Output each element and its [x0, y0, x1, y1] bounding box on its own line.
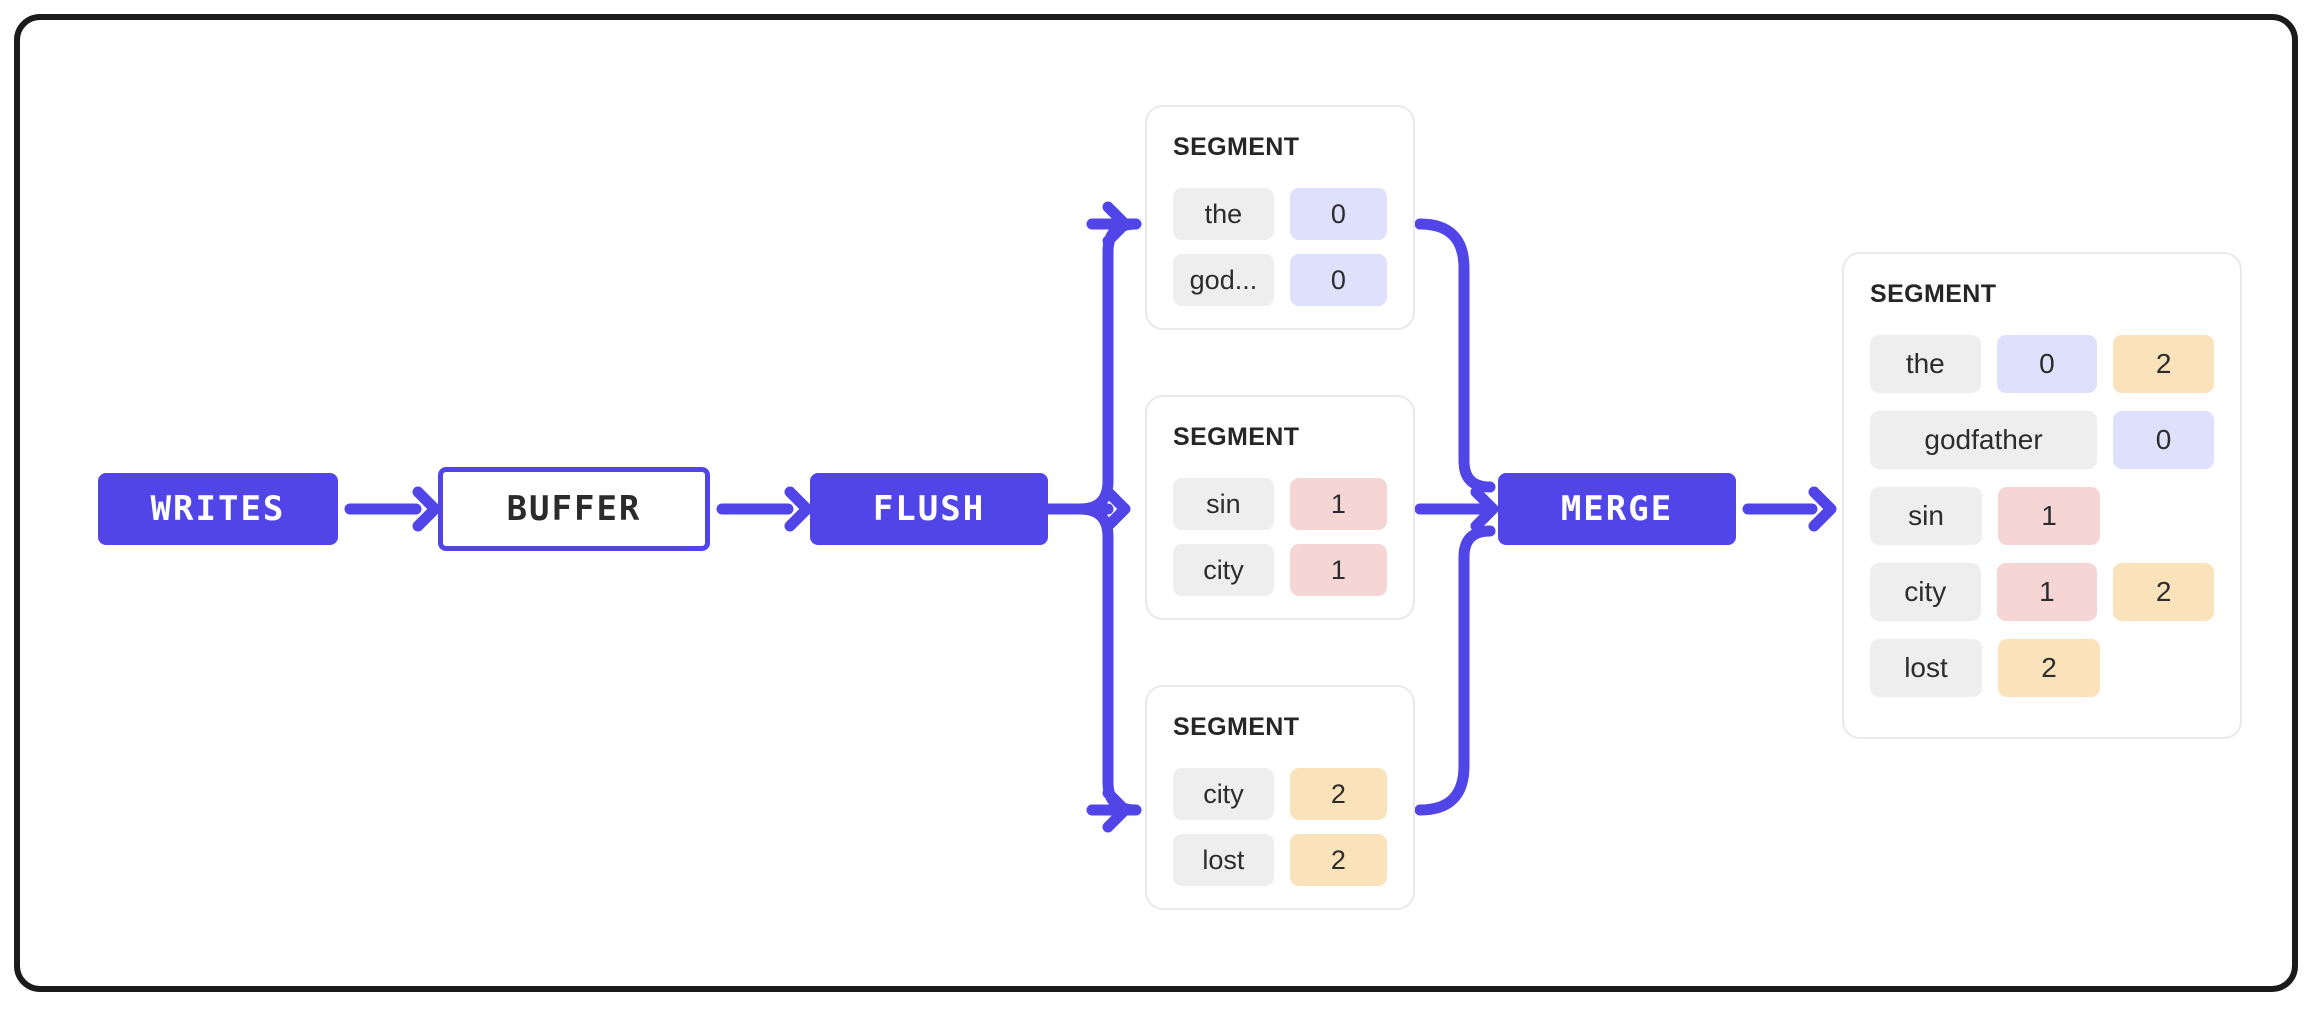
segment-row: city 1	[1173, 544, 1387, 596]
node-writes[interactable]: WRITES	[98, 473, 338, 545]
segment-value-chip: 1	[1996, 563, 2098, 621]
segment-key-chip: city	[1173, 544, 1274, 596]
segment-title: SEGMENT	[1173, 713, 1300, 741]
segment-value-chip: 0	[1289, 188, 1387, 240]
segment-row: sin 1	[1173, 478, 1387, 530]
segment-key-chip: city	[1173, 768, 1274, 820]
segment-value-chip: 1	[1289, 544, 1387, 596]
segment-value-chip: 2	[2113, 563, 2214, 621]
segment-card-3[interactable]: SEGMENT city 2 lost 2	[1145, 685, 1415, 910]
segment-value-chip: 2	[1289, 768, 1387, 820]
segment-rows: sin 1 city 1	[1173, 478, 1387, 596]
segment-value-chip: 0	[1289, 254, 1387, 306]
segment-key-chip: god...	[1173, 254, 1274, 306]
segment-row: god... 0	[1173, 254, 1387, 306]
converge-segments-to-merge	[1414, 218, 1493, 816]
segment-card-1[interactable]: SEGMENT the 0 god... 0	[1145, 105, 1415, 330]
segment-value-chip: 1	[1998, 487, 2100, 545]
segment-title: SEGMENT	[1870, 280, 1997, 308]
segment-row: sin 1	[1870, 487, 2214, 545]
segment-row: godfather 0	[1870, 411, 2214, 469]
segment-value-chip: 2	[1998, 639, 2100, 697]
arrow-writes-to-buffer	[344, 492, 435, 526]
segment-value-chip: 2	[1289, 834, 1387, 886]
segment-key-chip: sin	[1870, 487, 1982, 545]
segment-rows: city 2 lost 2	[1173, 768, 1387, 886]
node-buffer[interactable]: BUFFER	[438, 467, 710, 551]
segment-key-chip: sin	[1173, 478, 1274, 530]
segment-key-chip: city	[1870, 563, 1981, 621]
segment-row: lost 2	[1870, 639, 2214, 697]
segment-value-chip: 0	[1996, 335, 2098, 393]
fanout-flush-to-segments	[1042, 207, 1142, 827]
segment-key-chip: the	[1870, 335, 1981, 393]
segment-title: SEGMENT	[1173, 133, 1300, 161]
segment-row: the 0	[1173, 188, 1387, 240]
segment-row: lost 2	[1173, 834, 1387, 886]
arrow-merge-to-segment	[1742, 492, 1831, 526]
segment-rows: the 0 god... 0	[1173, 188, 1387, 306]
segment-key-chip: lost	[1870, 639, 1982, 697]
segment-key-chip: godfather	[1870, 411, 2098, 469]
segment-key-chip: lost	[1173, 834, 1274, 886]
segment-row: city 2	[1173, 768, 1387, 820]
segment-value-chip: 1	[1289, 478, 1387, 530]
node-flush[interactable]: FLUSH	[810, 473, 1048, 545]
arrow-buffer-to-flush	[716, 492, 807, 526]
segment-value-chip: 0	[2113, 411, 2214, 469]
segment-key-chip: the	[1173, 188, 1274, 240]
segment-value-chip: 2	[2113, 335, 2214, 393]
segment-card-2[interactable]: SEGMENT sin 1 city 1	[1145, 395, 1415, 620]
segment-title: SEGMENT	[1173, 423, 1300, 451]
node-merge[interactable]: MERGE	[1498, 473, 1736, 545]
